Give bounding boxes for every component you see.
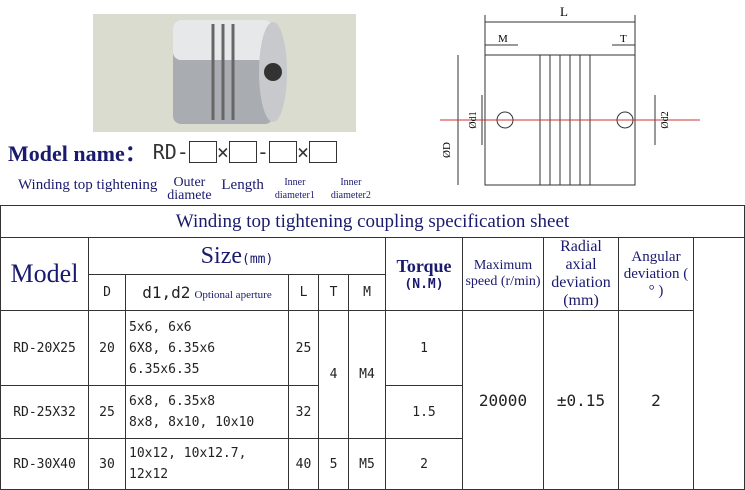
- T-header: T: [318, 274, 349, 311]
- dimension-diagram: L M T ØD Ød1 Ød2: [440, 4, 700, 186]
- code-box: [228, 141, 257, 163]
- D-header: D: [88, 274, 126, 311]
- D-label: ØD: [441, 142, 453, 158]
- d-label: d1,d2: [142, 282, 191, 302]
- model-header: Model: [0, 237, 89, 311]
- M-cell: M4: [348, 310, 386, 439]
- radial-value: ±0.15: [543, 310, 619, 490]
- T-cell: 5: [318, 438, 349, 490]
- d-cell: 10x12, 10x12.7,12x12: [125, 438, 289, 490]
- spec-table: Winding top tightening coupling specific…: [0, 205, 745, 490]
- torque-cell: 2: [385, 438, 463, 490]
- torque-label: Torque: [396, 256, 452, 276]
- part-labels: Winding top tightening Outer diamete Len…: [18, 175, 376, 203]
- size-label: Size: [200, 242, 242, 269]
- separator: -: [256, 140, 269, 164]
- model-cell: RD-25X32: [0, 385, 89, 439]
- speed-header: Maximum speed (r/min): [462, 237, 544, 311]
- size-header: Size(mm): [88, 236, 386, 276]
- torque-cell: 1.5: [385, 385, 463, 439]
- part-label: Inner diameter2: [330, 177, 371, 201]
- model-name-label: Model name：: [8, 141, 147, 166]
- D-cell: 25: [88, 385, 126, 439]
- model-name-row: Model name： RD- × - ×: [8, 136, 337, 168]
- torque-unit: (N.M): [404, 277, 444, 292]
- empty-cell: [693, 237, 745, 490]
- part-label: Winding top tightening: [18, 177, 158, 193]
- part-label: Outer diamete: [167, 175, 212, 203]
- radial-header: Radial axial deviation (mm): [543, 237, 619, 311]
- size-unit: (mm): [242, 251, 274, 267]
- torque-header: Torque(N.M): [385, 237, 463, 311]
- d1-label: Ød1: [468, 111, 479, 128]
- model-cell: RD-30X40: [0, 438, 89, 490]
- d-header: d1,d2 Optional aperture: [125, 274, 289, 311]
- d-note: Optional aperture: [194, 288, 272, 301]
- model-code: RD- × - ×: [153, 140, 337, 164]
- table-title: Winding top tightening coupling specific…: [0, 205, 745, 238]
- L-cell: 40: [288, 438, 319, 490]
- L-cell: 25: [288, 310, 319, 386]
- L-header: L: [288, 274, 319, 311]
- L-cell: 32: [288, 385, 319, 439]
- code-box: [268, 141, 297, 163]
- code-box: [308, 141, 337, 163]
- angular-header: Angular deviation ( ° ): [618, 237, 694, 311]
- part-label: Length: [221, 177, 264, 193]
- d2-label: Ød2: [660, 111, 671, 128]
- speed-value: 20000: [462, 310, 544, 490]
- separator: ×: [296, 140, 309, 164]
- T-label: T: [620, 33, 627, 45]
- D-cell: 20: [88, 310, 126, 386]
- M-cell: M5: [348, 438, 386, 490]
- T-cell: 4: [318, 310, 349, 439]
- part-label: Inner diameter1: [274, 177, 315, 201]
- coupling-photo: [93, 14, 356, 132]
- M-header: M: [348, 274, 386, 311]
- M-label: M: [498, 33, 508, 45]
- torque-cell: 1: [385, 310, 463, 386]
- angular-value: 2: [618, 310, 694, 490]
- code-box: [188, 141, 217, 163]
- L-label: L: [560, 4, 568, 19]
- separator: ×: [216, 140, 229, 164]
- prefix: RD-: [152, 140, 189, 164]
- model-cell: RD-20X25: [0, 310, 89, 386]
- D-cell: 30: [88, 438, 126, 490]
